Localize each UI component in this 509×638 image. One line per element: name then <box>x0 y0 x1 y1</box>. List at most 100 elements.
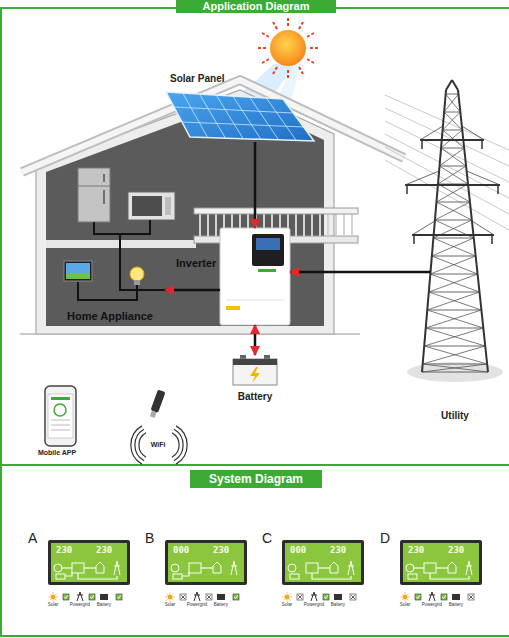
row-sun-ray <box>56 597 58 598</box>
lcd-pv-icon <box>171 564 179 572</box>
frame-line <box>0 8 2 637</box>
lcd-battery-icon <box>56 574 65 579</box>
lcd-load-icon <box>448 562 456 573</box>
battery-body <box>233 359 277 385</box>
banner-title: System Diagram <box>190 473 322 485</box>
row-sun-ray <box>287 592 288 594</box>
solar-panel-surface <box>166 92 314 141</box>
status-label: Battery <box>441 603 471 608</box>
utility-wire <box>405 271 431 274</box>
part-label: Solar Panel <box>170 74 224 84</box>
cross-mark <box>207 595 211 599</box>
lcd-battery-icon <box>290 574 299 579</box>
row-sun-ray <box>173 597 175 598</box>
inverter-seam <box>226 300 284 301</box>
part-label: Home Appliance <box>55 311 165 322</box>
sun-ray <box>273 67 278 75</box>
insulator <box>491 235 493 244</box>
balcony-post <box>311 214 313 236</box>
lcd-reading: 230 <box>330 546 346 555</box>
panel-grid-line <box>199 94 225 138</box>
wifi-dongle <box>148 389 165 418</box>
lcd-pv-icon <box>288 564 296 572</box>
balcony-post <box>207 214 209 236</box>
tower-brace <box>432 256 478 274</box>
balcony-post <box>215 214 217 236</box>
power-line <box>385 147 509 214</box>
balcony-post <box>295 214 297 236</box>
status-label: Battery <box>206 603 236 608</box>
status-label: Powergrid <box>65 603 95 608</box>
tower-arm-brace <box>467 171 500 185</box>
cross-mark <box>181 595 185 599</box>
cross-mark <box>469 595 473 599</box>
lcd-inverter-icon <box>72 563 84 573</box>
row-tower-icon <box>311 592 317 601</box>
tower-brace <box>438 184 470 202</box>
row-sun-ray <box>55 594 56 595</box>
sun <box>270 30 306 66</box>
inverter-logo <box>258 269 276 272</box>
lcd-bezel <box>282 540 364 585</box>
tower-brace <box>422 364 487 372</box>
tower-rung <box>427 310 481 311</box>
tower-leg <box>452 80 458 90</box>
row-sun-ray <box>402 594 403 595</box>
status-label: Solar <box>272 603 302 608</box>
frame-line <box>0 464 509 466</box>
tower-brace <box>426 310 482 328</box>
tower-brace <box>436 184 468 202</box>
app-line <box>51 425 70 426</box>
lcd-flow-line <box>182 572 189 576</box>
row-sun-ray <box>53 592 54 594</box>
row-sun-ray <box>167 594 168 595</box>
balcony-post <box>303 214 305 236</box>
tower-rung <box>430 274 477 275</box>
status-label: Battery <box>89 603 119 608</box>
check-box <box>415 594 421 600</box>
tower-brace <box>423 364 488 372</box>
row-tower-icon <box>429 595 435 596</box>
panel-letter: B <box>145 531 154 545</box>
sun-ray <box>287 70 289 79</box>
balcony-post <box>327 214 329 236</box>
wifi-arc <box>172 433 179 457</box>
panel-grid-line <box>174 107 293 113</box>
lcd-grid-icon <box>231 561 237 575</box>
lcd-load-icon <box>213 562 221 573</box>
app-line <box>51 430 70 431</box>
row-sun-icon <box>403 595 408 600</box>
status-label: Battery <box>323 603 353 608</box>
microwave <box>128 192 175 220</box>
tower-arm <box>405 184 500 186</box>
dongle-body <box>151 389 166 412</box>
tv <box>64 261 92 281</box>
row-sun-ray <box>53 600 54 602</box>
lcd-flow-line <box>436 567 448 568</box>
check-box <box>323 594 329 600</box>
row-sun-ray <box>408 597 410 598</box>
lcd-reading: 230 <box>408 546 424 555</box>
row-tower-icon <box>77 595 83 596</box>
tower-rung <box>440 166 467 167</box>
tower-brace <box>444 112 462 130</box>
row-sun-ray <box>48 597 50 598</box>
tower-rung <box>422 372 488 373</box>
row-sun-ray <box>165 597 167 598</box>
sun-ray <box>299 67 304 75</box>
power-flow-arrow <box>290 271 405 274</box>
row-sun-ray <box>172 599 173 600</box>
row-sun-icon <box>168 595 173 600</box>
panel-grid-line <box>183 93 208 138</box>
cross-mark <box>351 595 355 599</box>
row-sun-ray <box>170 600 171 602</box>
lcd-panel: A230230 <box>48 540 130 585</box>
cross-mark <box>351 595 355 599</box>
power-line <box>385 121 509 182</box>
lcd-screen <box>285 543 361 582</box>
row-sun-ray <box>167 599 168 600</box>
cross-mark <box>298 595 302 599</box>
phone <box>45 386 76 446</box>
row-battery-icon <box>100 594 108 600</box>
row-sun-ray <box>407 599 408 600</box>
